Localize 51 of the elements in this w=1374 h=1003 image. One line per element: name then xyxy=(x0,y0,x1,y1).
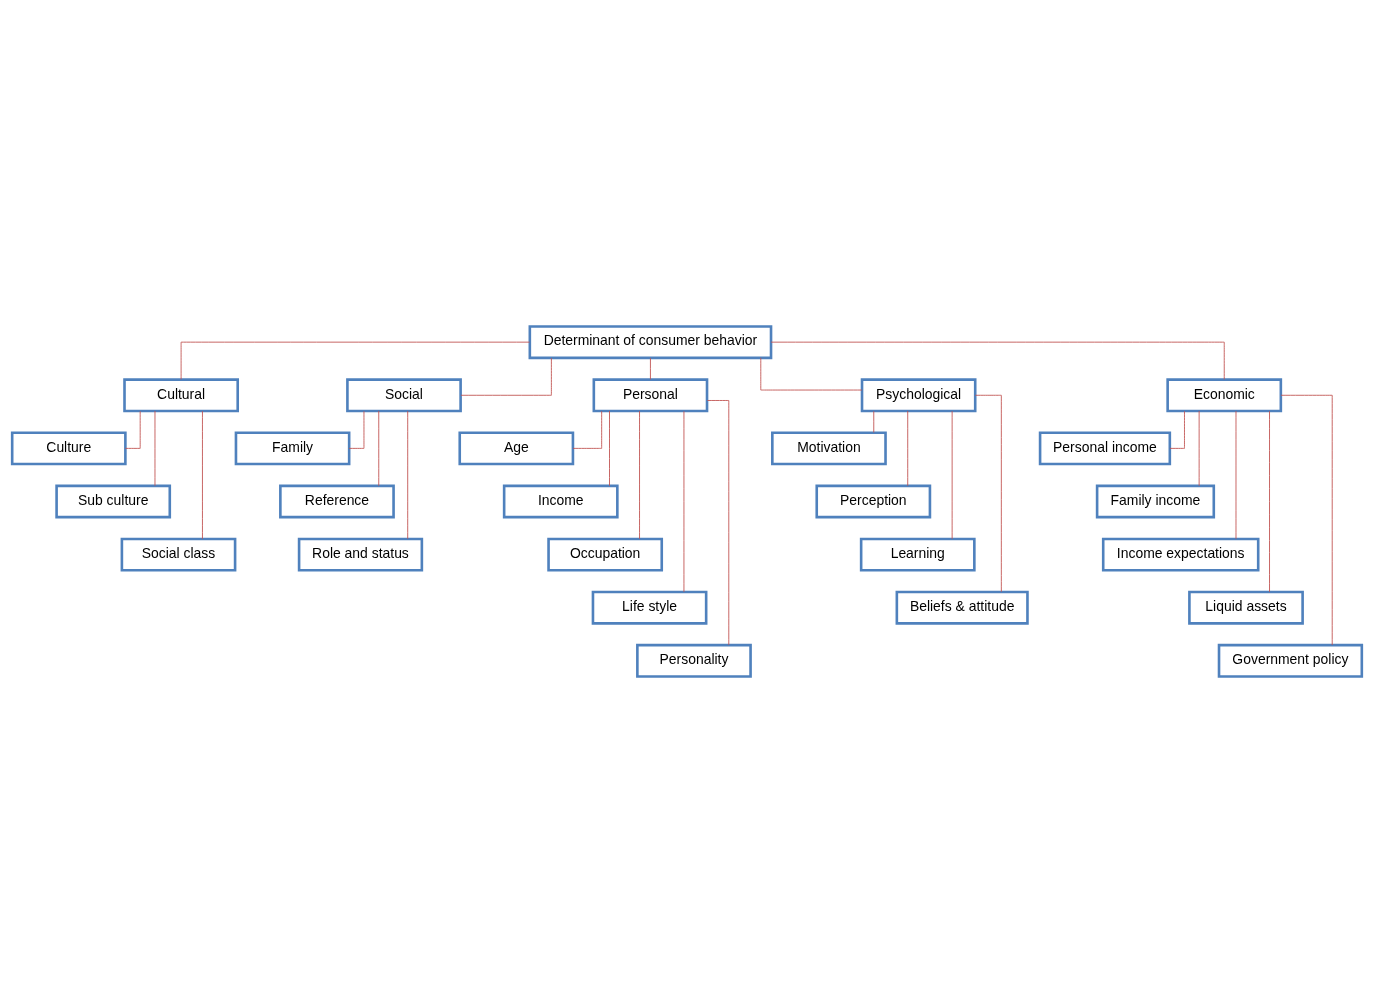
node-box: Reference xyxy=(279,484,395,519)
node-box: Family income xyxy=(1095,484,1216,519)
connector xyxy=(907,410,909,487)
node-box: Determinant of consumer behavior xyxy=(528,325,773,360)
connector xyxy=(1269,410,1270,593)
connector xyxy=(974,394,1002,593)
connector xyxy=(1169,410,1185,449)
node-box: Role and status xyxy=(297,537,424,572)
node-box: Personal income xyxy=(1038,431,1172,466)
node-box: Occupation xyxy=(547,537,664,572)
node-box: Life style xyxy=(591,590,708,625)
connector xyxy=(951,410,953,540)
node-box: Cultural xyxy=(123,378,239,413)
node-box: Income expectations xyxy=(1101,537,1260,572)
node-box: Economic xyxy=(1166,378,1283,413)
node-box: Sub culture xyxy=(55,484,172,519)
connector xyxy=(407,410,409,540)
node-box: Family xyxy=(234,431,351,466)
connector xyxy=(760,357,863,391)
node-box: Liquid assets xyxy=(1188,590,1304,625)
connector xyxy=(639,410,640,540)
connector xyxy=(124,410,141,449)
connector xyxy=(378,410,380,487)
connector xyxy=(460,357,552,396)
node-box: Income xyxy=(502,484,619,519)
node-box: Personal xyxy=(592,378,709,413)
connector xyxy=(770,341,1225,380)
node-box: Motivation xyxy=(771,431,887,466)
connector xyxy=(683,410,685,593)
node-box: Government policy xyxy=(1217,643,1364,678)
connector xyxy=(1280,394,1333,646)
node-box: Social class xyxy=(120,537,237,572)
node-box: Learning xyxy=(859,537,976,572)
connector xyxy=(706,400,730,646)
node-box: Social xyxy=(346,378,462,413)
connector xyxy=(609,410,610,487)
node-box: Beliefs & attitude xyxy=(895,590,1029,625)
connector xyxy=(1235,410,1237,540)
connector xyxy=(154,410,156,487)
connector xyxy=(873,410,875,433)
connector xyxy=(202,410,203,540)
node-box: Psychological xyxy=(860,378,977,413)
connector xyxy=(572,410,603,449)
connector xyxy=(348,410,365,449)
connector xyxy=(1198,410,1200,487)
node-box: Personality xyxy=(636,643,752,678)
node-box: Age xyxy=(458,431,575,466)
connector xyxy=(180,341,530,380)
connector xyxy=(650,357,651,380)
node-box: Culture xyxy=(10,431,127,466)
node-box: Perception xyxy=(815,484,932,519)
